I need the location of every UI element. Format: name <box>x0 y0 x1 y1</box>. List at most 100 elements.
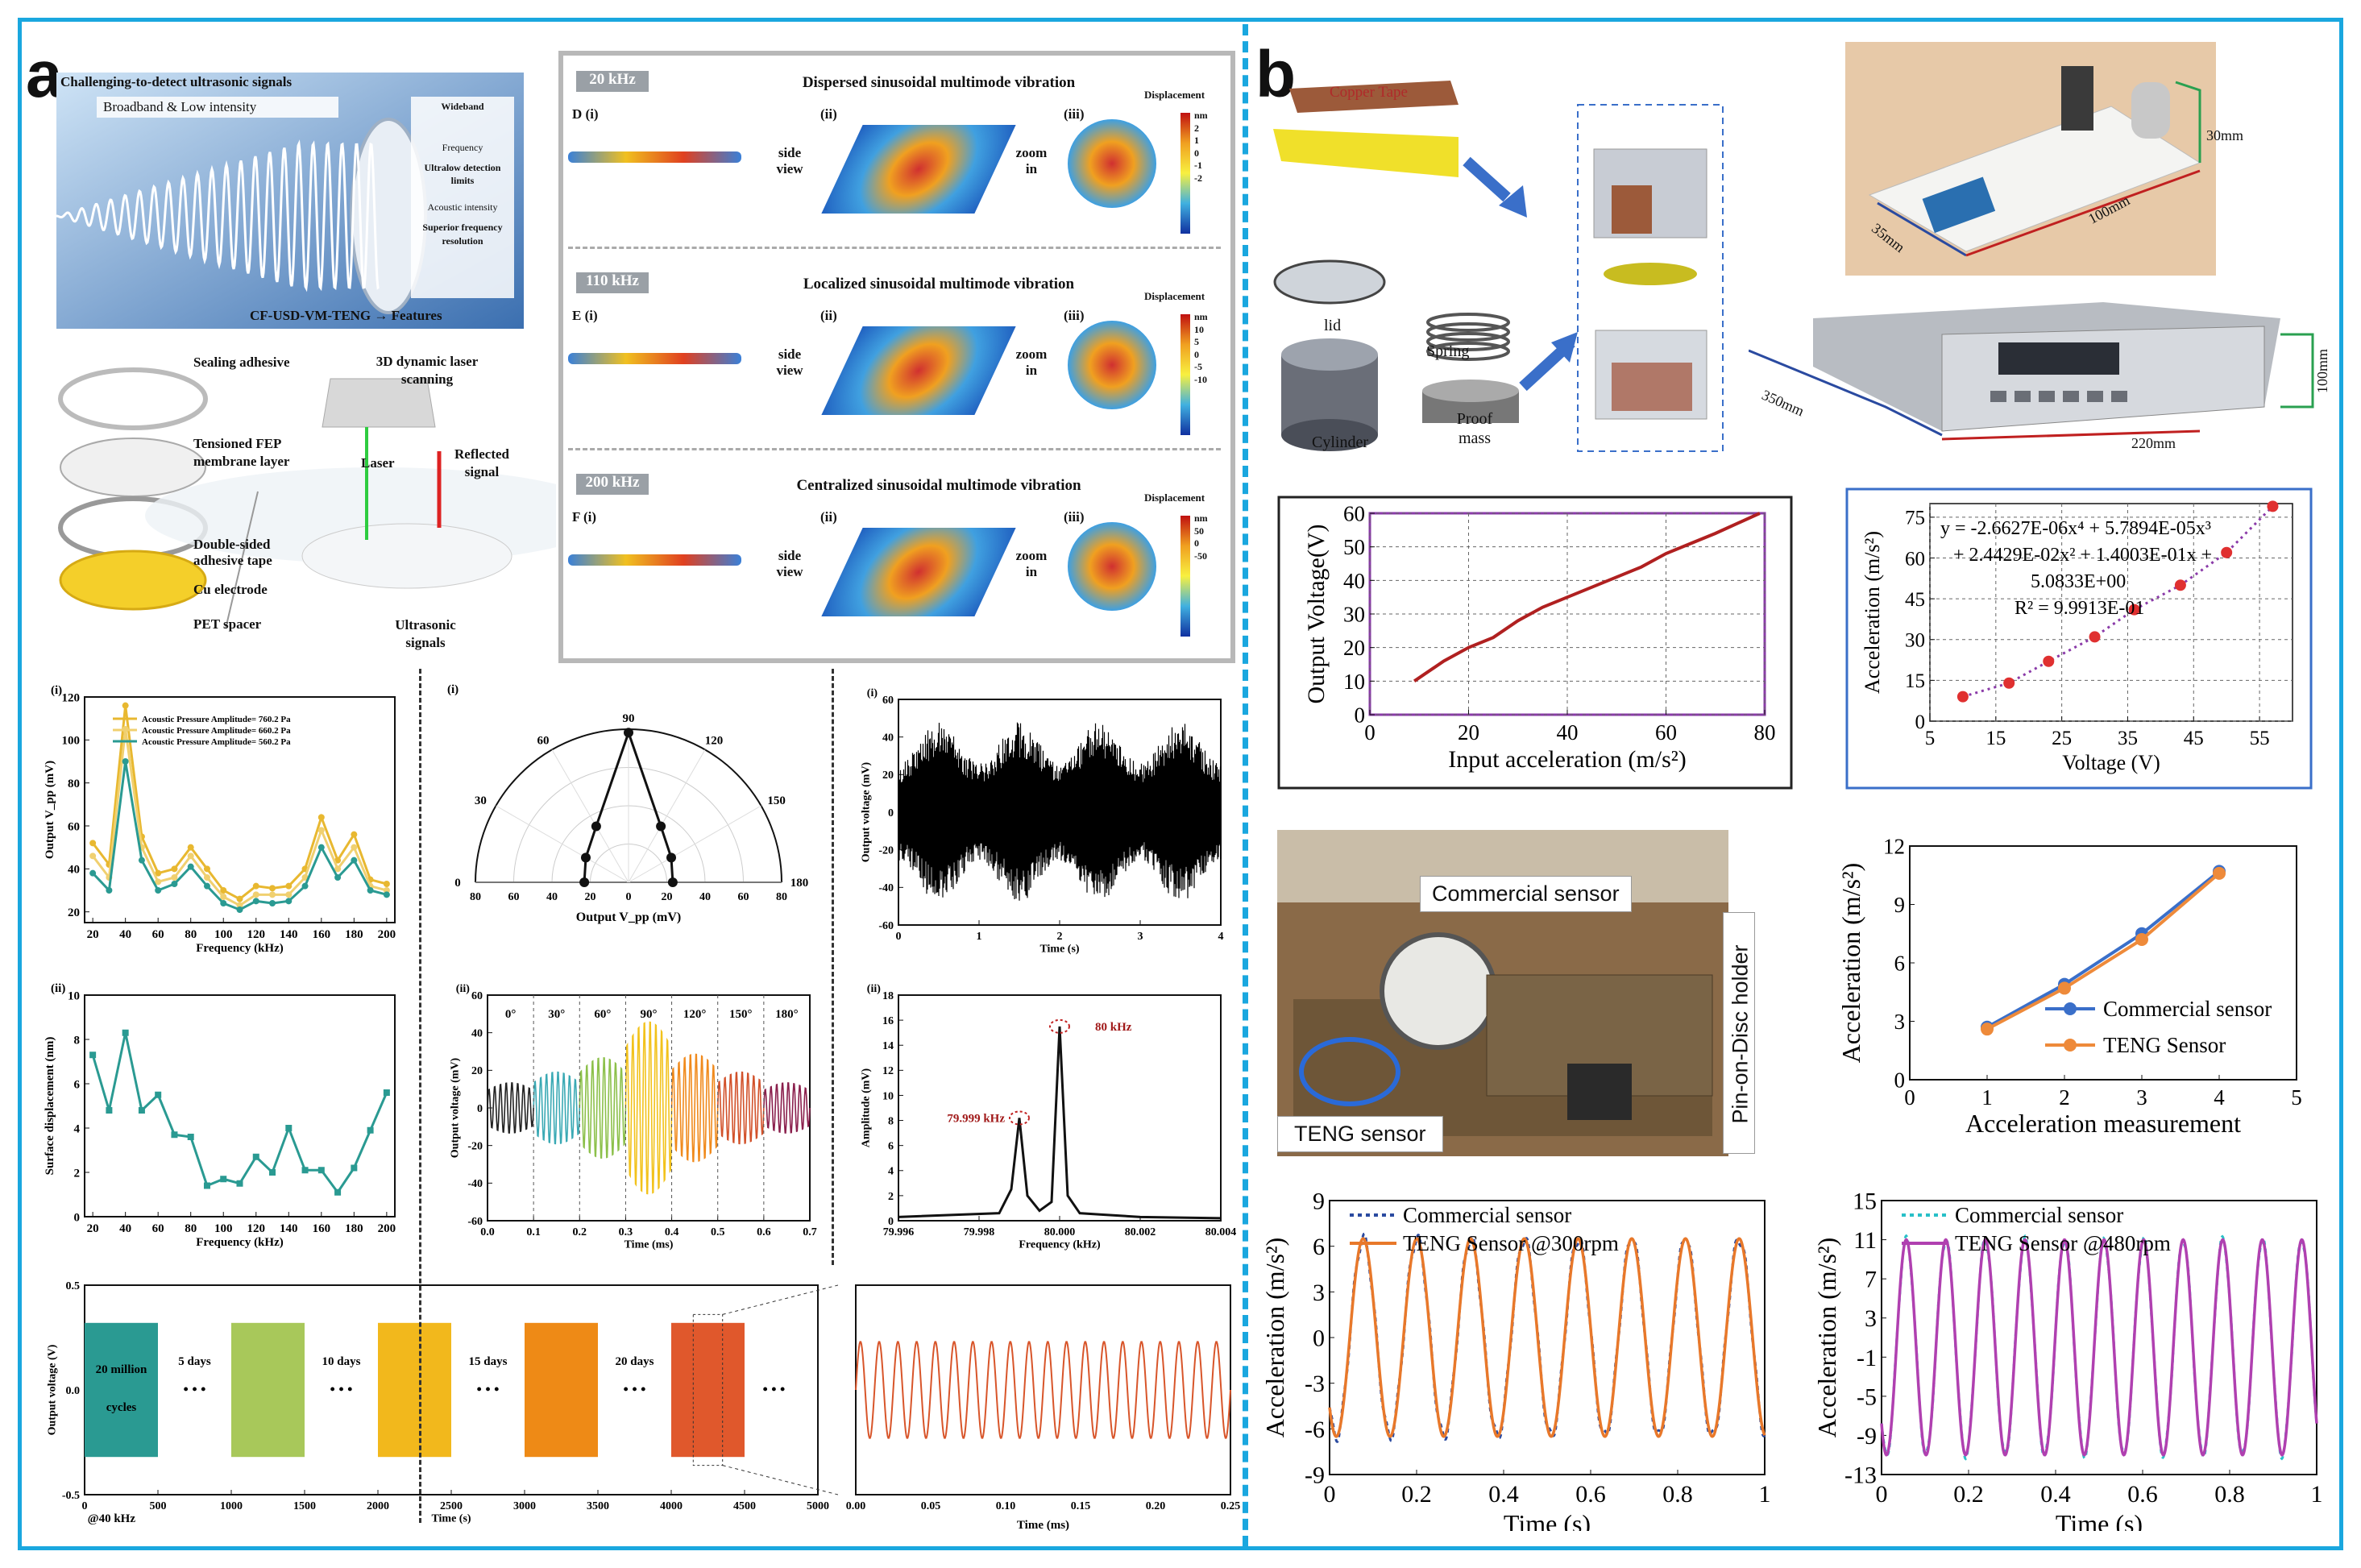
x-tick-label: 0.15 <box>1071 1500 1091 1512</box>
data-point <box>188 852 194 859</box>
chart-voltage-vs-acceleration: 0204060800102030405060Input acceleration… <box>1277 496 1793 790</box>
y-tick-label: 15 <box>1905 670 1925 692</box>
data-point <box>318 814 325 820</box>
freq-tag: 110 kHz <box>576 272 649 293</box>
y-tick-label: 0 <box>1355 703 1366 727</box>
y-tick-label: 4 <box>888 1166 894 1178</box>
x-tick-label: 2 <box>2059 1085 2070 1110</box>
data-point <box>269 900 276 906</box>
data-point <box>285 891 292 898</box>
polar-spoke <box>496 806 629 882</box>
x-tick-label: 500 <box>150 1500 167 1512</box>
reflected-label: Reflected signal <box>446 446 518 481</box>
gap-ellipsis: • • • <box>624 1381 646 1397</box>
x-tick-label: 60 <box>152 1222 164 1235</box>
segment-label: 90° <box>641 1008 658 1021</box>
x-tick-label: 45 <box>2184 728 2204 749</box>
data-point <box>139 857 145 864</box>
x-tick-label: 5 <box>1925 728 1936 749</box>
y-tick-label: 8 <box>74 1034 81 1047</box>
data-point <box>1981 1023 1994 1035</box>
chart-time-480rpm: 00.20.40.60.81-13-9-5-1371115Time (s)Acc… <box>1805 1184 2337 1531</box>
x-axis-label: Time (s) <box>431 1513 471 1525</box>
x-tick-label: 160 <box>313 1222 331 1235</box>
data-point <box>666 852 676 862</box>
surface-map <box>821 125 1015 214</box>
y-tick-label: -9 <box>1857 1423 1877 1450</box>
data-point <box>2003 678 2015 689</box>
y-tick-label: 120 <box>62 691 81 704</box>
x-tick-label: 0.1 <box>526 1226 541 1238</box>
gap-label: 15 days <box>469 1355 508 1368</box>
feature-acoustic: Acoustic intensity <box>413 201 512 214</box>
x-tick-label: 0.20 <box>1146 1500 1166 1512</box>
y-tick-label: 0 <box>1894 1068 1906 1092</box>
y-tick-label: 6 <box>1313 1234 1325 1260</box>
data-point <box>318 827 325 833</box>
banner-sub: Broadband & Low intensity <box>103 99 256 115</box>
layer-cu: Cu electrode <box>193 582 268 598</box>
segment-label: 120° <box>683 1008 707 1021</box>
radial-tick: 20 <box>662 891 673 903</box>
y-tick-label: 10 <box>1343 670 1365 694</box>
y-tick-label: 0 <box>888 807 894 819</box>
y-tick-label: 9 <box>1313 1188 1325 1215</box>
x-tick-label: 20 <box>87 1222 99 1235</box>
chart-surface-displacement: 204060801001201401601802000246810Frequen… <box>24 979 411 1269</box>
y-tick-label: 2 <box>888 1191 894 1203</box>
gap-ellipsis: • • • <box>184 1381 206 1397</box>
x-tick-label: 0 <box>1324 1481 1336 1508</box>
y-axis-label: Acceleration (m/s²) <box>1836 863 1865 1064</box>
data-point <box>122 1030 129 1036</box>
x-tick-label: 1 <box>977 931 982 943</box>
x-tick-label: 0.6 <box>757 1226 771 1238</box>
x-axis-label: Frequency (kHz) <box>1019 1239 1101 1251</box>
y-tick-label: 40 <box>1343 569 1365 593</box>
subfig-ii: (ii) <box>820 308 837 324</box>
data-point <box>253 883 259 890</box>
x-tick-label: 0.2 <box>1401 1481 1432 1508</box>
x-tick-label: 60 <box>1655 720 1677 745</box>
y-tick-label: 40 <box>68 864 80 877</box>
y-tick-label: 80 <box>68 778 80 790</box>
panel-sublabel: (ii) <box>51 982 65 995</box>
data-point <box>171 881 177 887</box>
data-point <box>351 832 357 838</box>
device-layers-diagram <box>56 346 556 653</box>
legend-label: Acoustic Pressure Amplitude= 660.2 Pa <box>142 726 291 736</box>
block-label: 20 million <box>96 1363 147 1376</box>
data-point <box>269 891 276 898</box>
layer-pet: PET spacer <box>193 616 261 633</box>
y-tick-label: 10 <box>882 1090 894 1102</box>
y-tick-label: -20 <box>878 845 894 857</box>
data-point <box>318 1167 325 1173</box>
x-tick-label: 0.6 <box>1575 1481 1606 1508</box>
y-tick-label: -40 <box>467 1178 483 1190</box>
vibration-row-1: 110 kHzLocalized sinusoidal multimode vi… <box>564 258 1230 455</box>
y-tick-label: 20 <box>68 906 80 919</box>
x-tick-label: 40 <box>119 1222 131 1235</box>
legend-label: TENG Sensor @480rpm <box>1955 1231 2171 1255</box>
data-point <box>579 877 589 887</box>
data-point <box>204 1183 210 1189</box>
y-tick-label: 4 <box>74 1122 81 1135</box>
banner-title: Challenging-to-detect ultrasonic signals <box>60 74 292 90</box>
radial-tick: 80 <box>776 891 787 903</box>
subfig-ii: (ii) <box>820 106 837 122</box>
surface-map <box>821 326 1015 415</box>
data-point <box>668 877 678 887</box>
dim-30mm: 30mm <box>2206 127 2243 144</box>
x-tick-label: 0 <box>1904 1085 1915 1110</box>
data-point <box>351 844 357 851</box>
data-point <box>253 1154 259 1160</box>
displacement-line <box>93 1033 387 1193</box>
x-tick-label: 0.00 <box>846 1500 865 1512</box>
x-tick-label: 4000 <box>660 1500 683 1512</box>
x-tick-label: 40 <box>1557 720 1579 745</box>
x-tick-label: 120 <box>247 1222 266 1235</box>
data-point <box>384 881 390 887</box>
y-tick-label: 45 <box>1905 589 1925 611</box>
ptfe-label: PTFE Tape <box>1342 131 1411 149</box>
data-point <box>2058 981 2071 994</box>
y-tick-label: -5 <box>1857 1383 1877 1410</box>
